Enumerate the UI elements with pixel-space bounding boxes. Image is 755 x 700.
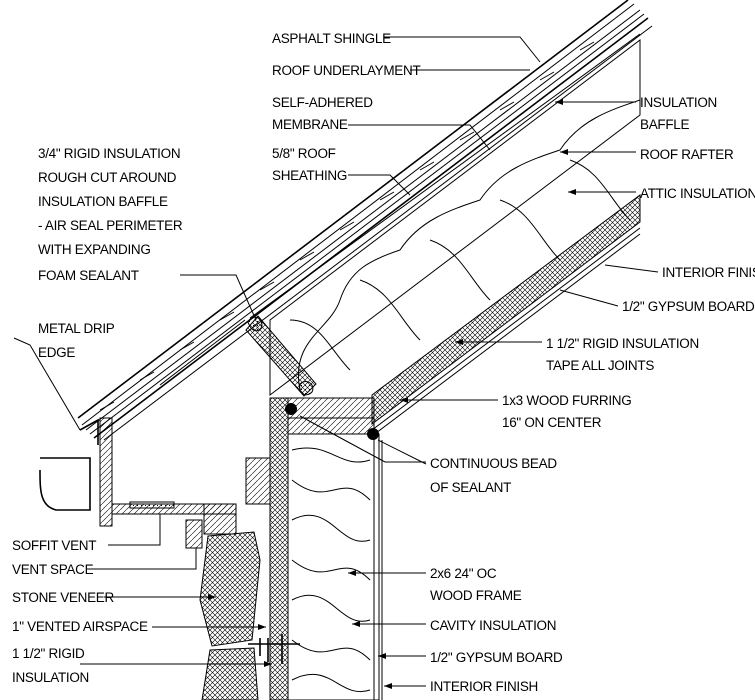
sealant-bead-ceiling xyxy=(367,428,379,440)
label-drip-2: EDGE xyxy=(38,345,75,360)
ceiling-gypsum-board xyxy=(371,227,641,431)
soffit-vent-grille xyxy=(129,501,175,509)
label-attic-insulation: ATTIC INSULATION xyxy=(640,186,755,201)
label-stone-veneer: STONE VENEER xyxy=(12,590,114,605)
wall-top-plate xyxy=(287,397,375,435)
fascia-return xyxy=(245,457,271,505)
label-rigid-bottom-2: INSULATION xyxy=(12,670,89,685)
insulation-baffle xyxy=(249,33,641,319)
label-rigid-baffle-6: FOAM SEALANT xyxy=(38,268,139,283)
roof-rafter xyxy=(159,319,246,386)
attic-insulation xyxy=(269,38,641,437)
gutter xyxy=(39,457,91,511)
label-gypsum-bottom: 1/2" GYPSUM BOARD xyxy=(430,650,563,665)
label-interior-finish-bottom: INTERIOR FINISH xyxy=(430,679,538,694)
asphalt-shingle-layer xyxy=(77,0,629,419)
label-sheathing-1: 5/8" ROOF xyxy=(272,146,336,161)
label-wood-frame-1: 2x6 24" OC xyxy=(430,566,497,581)
leader-arrowheads xyxy=(208,99,576,689)
metal-drip-edge xyxy=(79,418,99,445)
fascia-board xyxy=(99,417,113,527)
wall-stud-cavity xyxy=(287,433,375,700)
wall-gypsum-board xyxy=(373,433,380,700)
label-asphalt-shingle: ASPHALT SHINGLE xyxy=(272,31,391,46)
cavity-insulation xyxy=(291,447,371,693)
label-furring-1: 1x3 WOOD FURRING xyxy=(502,393,631,408)
wall-assembly xyxy=(248,397,383,700)
roof-assembly xyxy=(77,0,653,527)
label-airspace: 1" VENTED AIRSPACE xyxy=(12,619,148,634)
label-drip-1: METAL DRIP xyxy=(38,321,115,336)
label-baffle-1: INSULATION xyxy=(640,95,717,110)
sealant-bead-top xyxy=(285,403,297,415)
label-rigid-bottom-1: 1 1/2" RIGID xyxy=(12,646,85,661)
label-rigid-baffle-2: ROUGH CUT AROUND xyxy=(38,170,177,185)
leader-lines xyxy=(13,36,659,687)
roof-sheathing-layer xyxy=(93,17,649,439)
label-furring-2: 16" ON CENTER xyxy=(502,415,602,430)
label-rigid-tape-1: 1 1/2" RIGID INSULATION xyxy=(546,336,699,351)
annotation-labels: ASPHALT SHINGLE ROOF UNDERLAYMENT SELF-A… xyxy=(12,31,755,694)
roof-underlayment-layer xyxy=(85,9,641,431)
brick-ties xyxy=(248,634,300,664)
foam-sealant xyxy=(247,316,314,396)
soffit-ledger xyxy=(203,503,237,535)
label-gypsum-top: 1/2" GYPSUM BOARD xyxy=(622,299,755,314)
label-vent-space: VENT SPACE xyxy=(12,562,94,577)
stone-veneer xyxy=(185,519,261,700)
label-rigid-baffle-4: - AIR SEAL PERIMETER xyxy=(38,218,183,233)
label-sheathing-2: SHEATHING xyxy=(272,168,347,183)
label-soffit-vent: SOFFIT VENT xyxy=(12,538,96,553)
label-cavity-insulation: CAVITY INSULATION xyxy=(430,618,556,633)
label-self-adhered-2: MEMBRANE xyxy=(272,117,348,132)
rigid-insulation-ceiling xyxy=(371,194,641,426)
label-roof-rafter: ROOF RAFTER xyxy=(640,147,734,162)
label-rigid-baffle-3: INSULATION BAFFLE xyxy=(38,194,168,209)
label-baffle-2: BAFFLE xyxy=(640,117,690,132)
exterior-rigid-insulation xyxy=(269,397,289,700)
label-sealant-2: OF SEALANT xyxy=(430,480,511,495)
label-roof-underlayment: ROOF UNDERLAYMENT xyxy=(272,63,420,78)
shingle-tabs xyxy=(99,41,595,411)
soffit-assembly xyxy=(39,457,271,535)
label-rigid-baffle-1: 3/4" RIGID INSULATION xyxy=(38,146,180,161)
label-rigid-baffle-5: WITH EXPANDING xyxy=(38,242,151,257)
ceiling-interior-finish xyxy=(371,233,641,437)
label-sealant-1: CONTINUOUS BEAD xyxy=(430,456,557,471)
label-self-adhered-1: SELF-ADHERED xyxy=(272,95,373,110)
label-rigid-tape-2: TAPE ALL JOINTS xyxy=(546,358,654,373)
label-wood-frame-2: WOOD FRAME xyxy=(430,588,522,603)
self-adhered-membrane-layer xyxy=(89,13,645,435)
label-interior-finish-top: INTERIOR FINISH xyxy=(662,265,755,280)
